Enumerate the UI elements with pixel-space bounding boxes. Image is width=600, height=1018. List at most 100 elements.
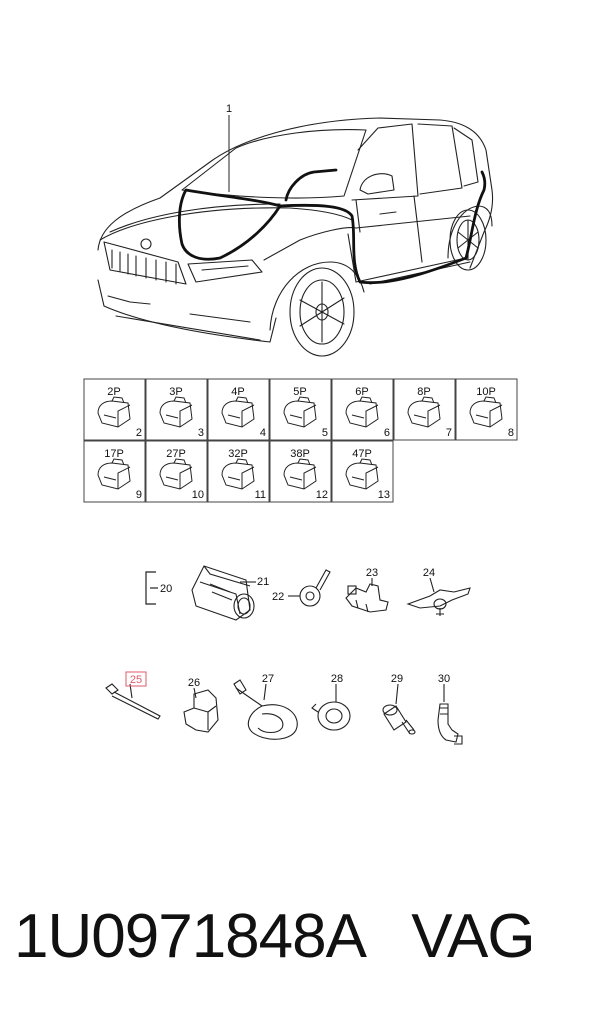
part-label-23: 23 — [366, 567, 378, 579]
grommet-icon — [233, 679, 298, 740]
connector-plug-icon — [469, 396, 503, 428]
connector-cell: 2P2 — [83, 378, 146, 441]
part-number-text: 1U0971848A — [14, 902, 364, 971]
connector-ref-number: 5 — [322, 427, 328, 439]
connector-plug-icon — [221, 396, 255, 428]
connector-pin-count: 6P — [355, 386, 368, 398]
connector-plug-icon — [407, 396, 441, 428]
connector-cell: 8P 7 — [393, 378, 456, 441]
ring-terminal-icon — [299, 569, 331, 607]
connector-cell: 5P 5 — [269, 378, 332, 441]
connector-plug-icon — [159, 458, 193, 490]
connector-cell-frame — [83, 378, 146, 441]
connector-ref-number: 3 — [198, 427, 204, 439]
clip-bracket-icon — [145, 571, 156, 605]
connector-pin-count: 17P — [104, 448, 124, 460]
part-label-24: 24 — [423, 567, 435, 579]
connector-cell: 32P 11 — [207, 440, 270, 503]
cable-tie-icon — [105, 683, 161, 720]
elbow-fitting-icon — [437, 703, 463, 745]
brand-text: VAG — [411, 902, 535, 971]
connector-cell-frame — [331, 440, 394, 503]
connector-cell: 10P 8 — [455, 378, 518, 441]
connector-cell-frame — [83, 440, 146, 503]
connector-cell: 38P 12 — [269, 440, 332, 503]
connector-cell: 17P 9 — [83, 440, 146, 503]
connector-ref-number: 9 — [136, 489, 142, 501]
connector-cell-frame — [455, 378, 518, 441]
exploded-parts-diagram: 1 2P23P34P45P56P68P710P817P927P1032P1138… — [83, 103, 518, 745]
part-30 — [437, 684, 463, 745]
connector-cell: 47P 13 — [331, 440, 394, 503]
connector-cell-frame — [145, 378, 208, 441]
round-grommet-icon — [311, 701, 351, 731]
part-label-20: 20 — [160, 583, 172, 595]
part-label-29: 29 — [391, 673, 403, 685]
connector-cell-frame — [393, 378, 456, 441]
connector-cell: 27P 10 — [145, 440, 208, 503]
part-label-30: 30 — [438, 673, 450, 685]
connector-ref-number: 12 — [316, 489, 328, 501]
connector-pin-count: 10P — [476, 386, 496, 398]
part-26 — [183, 687, 219, 733]
connector-cell: 4P 4 — [207, 378, 270, 441]
connector-ref-number: 10 — [192, 489, 204, 501]
connector-plug-icon — [345, 458, 379, 490]
connector-cell-frame — [207, 378, 270, 441]
connector-cell-frame — [269, 440, 332, 503]
connector-ref-number: 2 — [136, 427, 142, 439]
part-28 — [311, 684, 351, 731]
connector-ref-number: 13 — [378, 489, 390, 501]
connector-plug-icon — [283, 396, 317, 428]
connector-pin-count: 8P — [417, 386, 430, 398]
connector-ref-number: 6 — [384, 427, 390, 439]
connector-cell-frame — [145, 440, 208, 503]
part-label-22: 22 — [272, 591, 284, 603]
connector-cell-frame — [207, 440, 270, 503]
connector-plug-icon — [283, 458, 317, 490]
connector-ref-number: 8 — [508, 427, 514, 439]
part-29 — [382, 683, 416, 735]
connector-pin-count: 27P — [166, 448, 186, 460]
part-21 — [191, 565, 256, 621]
cable-clip-icon — [345, 583, 389, 613]
part-22 — [288, 569, 331, 607]
car-illustration — [97, 117, 494, 357]
connector-cell: 3P 3 — [145, 378, 208, 441]
part-number-footer: 1U0971848A VAG — [14, 898, 600, 976]
connector-pin-count: 5P — [293, 386, 306, 398]
connector-plug-icon — [97, 396, 131, 428]
cable-tie-mount-icon — [406, 587, 471, 616]
connector-pin-count: 3P — [169, 386, 182, 398]
connector-housing-icon — [191, 565, 255, 621]
connector-ref-number: 11 — [255, 489, 266, 501]
part-23 — [345, 578, 389, 613]
connector-ref-number: 7 — [446, 427, 452, 439]
connector-cell-frame — [331, 378, 394, 441]
connector-pin-count: 32P — [228, 448, 248, 460]
part-label-27: 27 — [262, 673, 274, 685]
part-label-21: 21 — [257, 576, 269, 588]
connector-plug-icon — [159, 396, 193, 428]
part-20 — [145, 571, 158, 605]
connector-plug-icon — [345, 396, 379, 428]
wiring-harness-route — [177, 168, 487, 285]
connector-pin-count: 4P — [231, 386, 244, 398]
connector-plug-icon — [97, 458, 131, 490]
callout-label-1: 1 — [226, 103, 232, 115]
part-27 — [233, 679, 298, 740]
connector-cell: 6P 6 — [331, 378, 394, 441]
connector-plug-icon — [221, 458, 255, 490]
highlight-box-25 — [125, 671, 147, 687]
connector-grid: 2P2 3P 3 4P 4 5P 5 6P 6 8P 7 10P 8 17P 9 27P 10 32P 11 38P 1… — [83, 378, 518, 503]
part-24 — [406, 577, 471, 616]
connector-pin-count: 47P — [352, 448, 372, 460]
bracket-clip-icon — [183, 689, 219, 733]
part-25 — [105, 683, 161, 720]
connector-cell-frame — [269, 378, 332, 441]
part-label-25: 25 — [130, 674, 142, 686]
connector-ref-number: 4 — [260, 427, 266, 439]
connector-pin-count: 38P — [290, 448, 310, 460]
part-label-28: 28 — [331, 673, 343, 685]
